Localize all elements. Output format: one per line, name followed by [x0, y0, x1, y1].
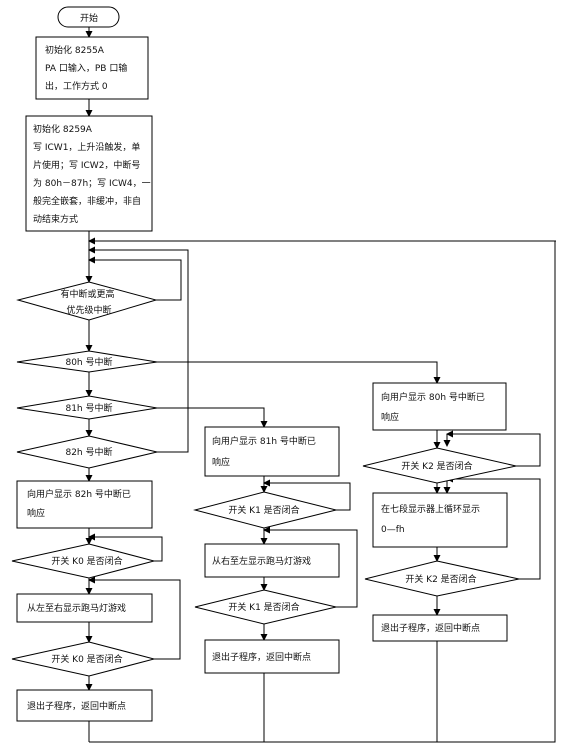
show-81h-text: 向用户显示 81h 号中断已 响应 — [212, 435, 319, 468]
irq-81h-decision — [16, 395, 158, 420]
init-8259-box — [25, 115, 153, 232]
exit-left-text: 退出子程序，返回中断点 — [27, 700, 126, 712]
init-8259-text: 初始化 8259A 写 ICW1，上升沿触发，单 片使用；写 ICW2，中断号 … — [33, 123, 153, 225]
exit-right-box — [372, 614, 508, 642]
show-82h-box — [16, 480, 153, 529]
k2-check-label-2: 开关 K2 是否闭合 — [405, 573, 476, 585]
k0-check-decision-1 — [11, 543, 156, 579]
seven-seg-display-box — [372, 492, 508, 548]
interrupt-check-decision — [16, 281, 158, 321]
marquee-ltr-box — [16, 593, 153, 623]
show-80h-box — [372, 382, 507, 431]
interrupt-check-text: 有中断或更高 优先级中断 — [61, 288, 118, 316]
connectors — [85, 27, 556, 743]
exit-mid-box — [204, 639, 340, 674]
irq-81h-label: 81h 号中断 — [65, 402, 112, 414]
marquee-rtl-text: 从右至左显示跑马灯游戏 — [212, 555, 311, 567]
k1-check-label-2: 开关 K1 是否闭合 — [228, 601, 299, 613]
exit-mid-text: 退出子程序，返回中断点 — [212, 651, 311, 663]
k2-check-decision-2 — [364, 560, 520, 597]
irq-82h-decision — [16, 435, 158, 469]
exit-right-text: 退出子程序，返回中断点 — [381, 622, 480, 634]
k2-check-label-1: 开关 K2 是否闭合 — [401, 460, 472, 472]
irq-82h-label: 82h 号中断 — [65, 446, 112, 458]
k0-check-label-1: 开关 K0 是否闭合 — [51, 555, 122, 567]
start-terminal — [57, 6, 120, 28]
k0-check-label-2: 开关 K0 是否闭合 — [51, 653, 122, 665]
k1-check-label-1: 开关 K1 是否闭合 — [228, 504, 299, 516]
init-8255-box — [35, 36, 149, 100]
marquee-rtl-box — [204, 543, 340, 578]
k2-check-decision-1 — [362, 447, 517, 484]
show-82h-text: 向用户显示 82h 号中断已 响应 — [27, 488, 134, 519]
show-81h-box — [204, 426, 340, 477]
k1-check-decision-1 — [193, 491, 337, 529]
k0-check-decision-2 — [11, 641, 156, 677]
start-label: 开始 — [80, 12, 98, 24]
marquee-ltr-text: 从左至右显示跑马灯游戏 — [27, 602, 126, 614]
irq-80h-decision — [16, 350, 158, 373]
irq-80h-label: 80h 号中断 — [65, 356, 112, 368]
seven-seg-display-text: 在七段显示器上循环显示 0—fh — [381, 503, 483, 535]
exit-left-box — [16, 689, 153, 722]
init-8255-text: 初始化 8255A PA 口输入，PB 口输 出，工作方式 0 — [45, 44, 130, 92]
k1-check-decision-2 — [194, 589, 337, 625]
show-80h-text: 向用户显示 80h 号中断已 响应 — [381, 391, 488, 423]
